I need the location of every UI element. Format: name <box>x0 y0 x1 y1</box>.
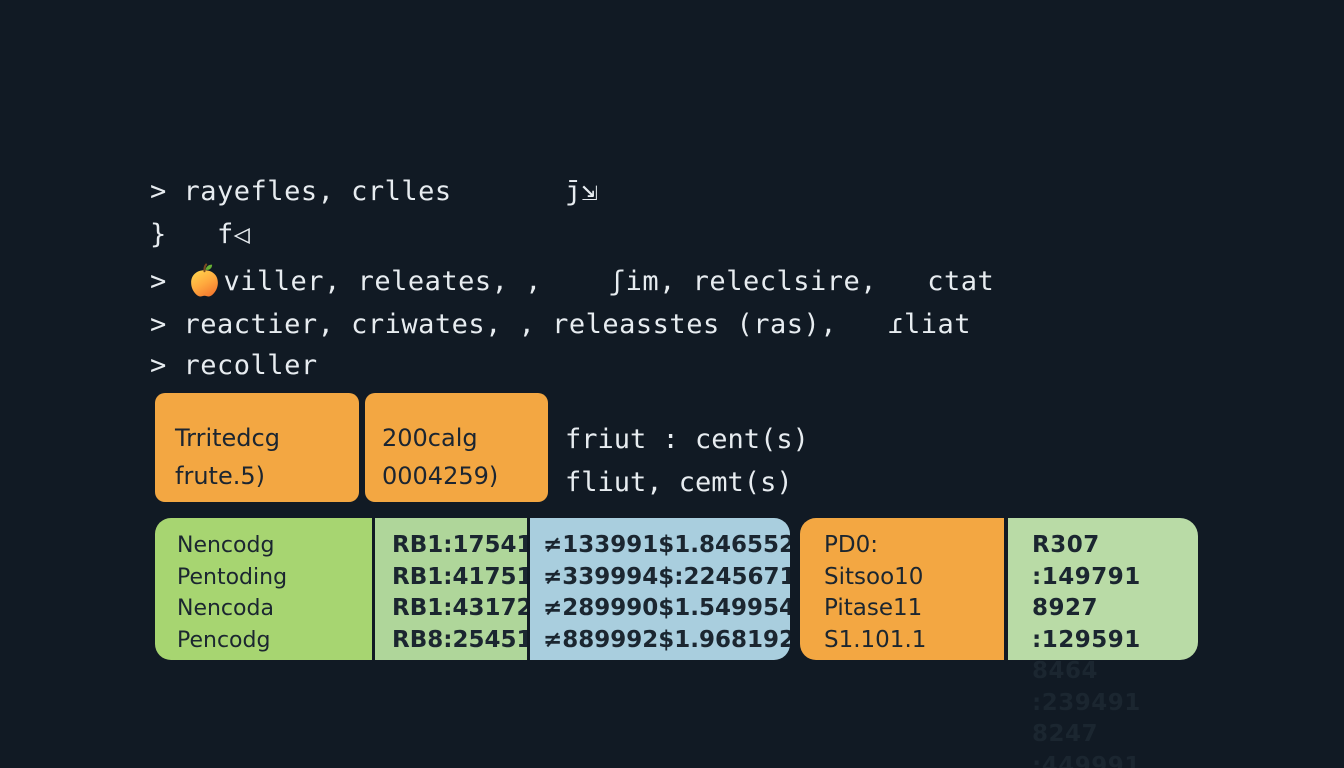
highlight-card-2: 200calg 0004259) <box>365 393 548 502</box>
status-line: Pitase11 <box>824 595 923 621</box>
table-cell: ≠133991 <box>543 532 659 558</box>
table-cell: $1.846552 <box>658 532 790 558</box>
card-line: 0004259) <box>382 462 499 490</box>
terminal-text <box>167 266 184 297</box>
card-line: 200calg <box>382 424 478 452</box>
terminal-text <box>167 176 184 207</box>
highlight-card-1: Trritedcg frute.5) <box>155 393 359 502</box>
terminal-text: rayefles, crlles <box>183 176 452 207</box>
status-line: PD0: <box>824 532 878 558</box>
table-cell: RB1:43172 <box>392 595 533 621</box>
terminal-text: reactier, criwates, , releasstes (ras), … <box>183 309 972 340</box>
terminal-line: } f◁ <box>150 219 250 251</box>
table-cell: ≠289990 <box>543 595 659 621</box>
terminal-line: > rayefles, crlles j̄⇲ <box>150 176 598 208</box>
prompt-char: > <box>150 176 167 207</box>
status-line: 8247 :449991 <box>1032 721 1141 768</box>
terminal-text: viller, releates, , ʃim, releclsire, cta… <box>223 266 995 297</box>
table-cell: Nencodg <box>177 533 275 558</box>
table-row: ≠133991$1.846552 <box>530 530 790 562</box>
apple-icon <box>186 261 223 298</box>
status-line: Sitsoo10 <box>824 563 924 590</box>
card-line: Trritedcg <box>175 424 280 452</box>
table-cell: Pencodg <box>177 627 271 653</box>
prompt-char: > <box>150 266 167 297</box>
status-block-green: R307 :149791 8927 :129591 8464 :239491 8… <box>1008 518 1198 768</box>
table-row: ≠289990$1.549954 <box>530 593 790 625</box>
terminal-line: > reactier, criwates, , releasstes (ras)… <box>150 309 971 341</box>
terminal-suffix: j̄⇲ <box>565 176 599 207</box>
column-values: ≠133991$1.846552 ≠339994$:2245671 ≠28999… <box>527 518 790 660</box>
terminal-text <box>167 309 184 340</box>
terminal-text: recoller <box>183 350 318 381</box>
card-line: frute.5) <box>175 462 265 490</box>
table-cell: ≠339994 <box>543 563 659 590</box>
terminal-line: > viller, releates, , ʃim, releclsire, c… <box>150 261 994 298</box>
table-cell: ≠889992 <box>543 626 659 653</box>
table-cell: RB8:25451 <box>392 626 533 653</box>
table-cell: $:2245671 <box>658 563 790 590</box>
table-cell: $1.968192 <box>658 626 790 653</box>
prompt-char: } <box>150 219 167 250</box>
prompt-char: > <box>150 350 167 381</box>
table-cell: RB1:41751 <box>392 563 533 590</box>
table-row: ≠889992$1.968192 <box>530 625 790 657</box>
terminal-line: > recoller <box>150 350 318 382</box>
table-cell: $1.549954 <box>658 595 790 621</box>
status-block-orange: PD0: Sitsoo10 Pitase11 S1.101.1 <box>800 518 1004 660</box>
prompt-char: > <box>150 309 167 340</box>
table-cell: RB1:17541 <box>392 532 533 558</box>
side-note-line: fliut, cemt(s) <box>565 467 793 498</box>
status-line: 8464 :239491 <box>1032 658 1141 716</box>
terminal-text <box>167 350 184 381</box>
side-note-line: friut : cent(s) <box>565 424 809 455</box>
column-names: Nencodg Pentoding Nencoda Pencodg <box>155 518 372 660</box>
status-line: R307 :149791 <box>1032 532 1141 590</box>
status-line: 8927 :129591 <box>1032 595 1141 653</box>
terminal-text: f◁ <box>217 219 251 250</box>
status-line: S1.101.1 <box>824 626 927 653</box>
metrics-table: Nencodg Pentoding Nencoda Pencodg RB1:17… <box>155 518 790 660</box>
table-row: ≠339994$:2245671 <box>530 562 790 594</box>
table-cell: Pentoding <box>177 564 288 590</box>
column-codes: RB1:17541 RB1:41751 RB1:43172 RB8:25451 <box>372 518 533 660</box>
table-cell: Nencoda <box>177 596 274 621</box>
